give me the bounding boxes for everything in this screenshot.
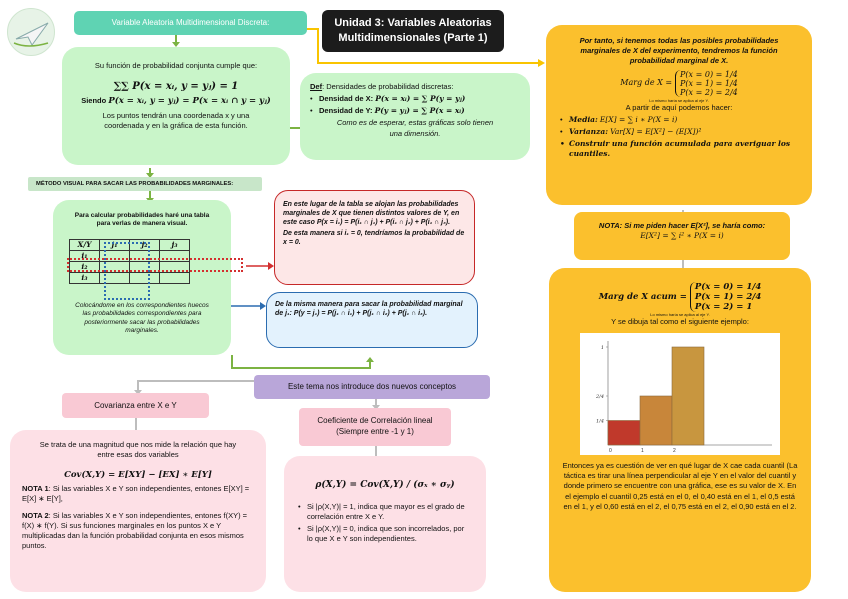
table-row-i3: i₃ bbox=[69, 271, 100, 284]
joint-sum-formula: ∑∑ P(x = xᵢ, y = yⱼ) = 1 bbox=[113, 81, 239, 93]
cumulative-box: Marg de X acum = P(x = 0) = 1/4 P(x = 1)… bbox=[549, 268, 811, 592]
bar-1 bbox=[639, 395, 673, 446]
x-tick-label-0: 0 bbox=[609, 448, 612, 454]
varianza-label: Varianza: bbox=[569, 126, 608, 136]
nota2-label: NOTA 2 bbox=[22, 510, 49, 520]
red-note-text: En este lugar de la tabla se alojan las … bbox=[283, 201, 460, 227]
cumulative-chart-svg: 1/4 2/4 1 0 1 2 bbox=[595, 341, 772, 454]
row-highlight-red bbox=[67, 258, 243, 272]
covariance-desc: Se trata de una magnitud que nos mide la… bbox=[39, 440, 237, 460]
table-header-j3: j₃ bbox=[159, 238, 190, 251]
arrowhead-joint bbox=[172, 42, 180, 47]
bar-2 bbox=[671, 346, 705, 446]
density-x-formula: P(x = xᵢ) = ∑ P(y = yⱼ) bbox=[375, 94, 466, 104]
unit-title-line2: Multidimensionales (Parte 1) bbox=[338, 31, 488, 44]
marginal-x-box: Por tanto, si tenemos todas las posibles… bbox=[546, 25, 812, 205]
draw-note: Y se dibuja tal como el siguiente ejempl… bbox=[611, 317, 749, 326]
connector-table-to-concepts bbox=[231, 355, 371, 369]
density-x-label: Densidad de X: bbox=[319, 94, 374, 104]
correlation-formula: ρ(X,Y) = Cov(X,Y) / (σₓ ∗ σᵧ) bbox=[315, 480, 455, 490]
column-highlight-blue bbox=[104, 242, 150, 300]
bar-0 bbox=[607, 420, 641, 446]
arrowhead-concepts bbox=[366, 357, 374, 362]
topic-intro: Este tema nos introduce dos nuevos conce… bbox=[254, 375, 490, 399]
cumulative-chart: 1/4 2/4 1 0 1 2 bbox=[580, 333, 780, 456]
density-y-formula: P(y = yⱼ) = ∑ P(x = xᵢ) bbox=[374, 106, 465, 116]
media-label: Media: bbox=[569, 114, 598, 124]
nota1-label: NOTA 1 bbox=[22, 484, 49, 494]
covariance-formula: Cov(X,Y) = E[XY] − [EX] ∗ E[Y] bbox=[64, 470, 212, 481]
varianza-formula: Var[X] = E[X²] − (E[X])² bbox=[610, 126, 702, 136]
marg-x-case-0: P(x = 0) = 1/4 bbox=[680, 70, 738, 80]
y-tick-label-0: 1/4 bbox=[596, 419, 604, 425]
arrowhead-method bbox=[146, 173, 154, 178]
joint-note-2: coordenada y en la gráfica de esta funci… bbox=[104, 120, 248, 130]
discrete-title: Variable Aleatoria Multidimensional Disc… bbox=[74, 11, 307, 35]
densities-box: Def: Densidades de probabilidad discreta… bbox=[300, 73, 530, 160]
unit-title-line1: Unidad 3: Variables Aleatorias bbox=[334, 17, 492, 29]
correlation-title-line2: (Siempre entre -1 y 1) bbox=[336, 427, 414, 437]
correlation-title: Coeficiente de Correlación lineal (Siemp… bbox=[299, 408, 451, 446]
method-title: MÉTODO VISUAL PARA SACAR LAS PROBABILIDA… bbox=[28, 177, 262, 191]
arrowhead-cov bbox=[134, 390, 142, 395]
marg-x-case-1: P(x = 1) = 1/4 bbox=[680, 79, 738, 89]
nota-e2-text: NOTA: Si me piden hacer E[X²], se haría … bbox=[598, 221, 766, 230]
siendo-label: Siendo bbox=[81, 96, 107, 106]
x-tick-label-2: 2 bbox=[673, 448, 676, 454]
method-intro: Para calcular probabilidades haré una ta… bbox=[74, 212, 210, 228]
connector-unit-to-marginal bbox=[303, 28, 538, 64]
red-note-text2: De esta manera si i₁ = 0, tendríamos la … bbox=[283, 230, 465, 247]
acum-case-2: P(x = 2) = 1 bbox=[694, 302, 753, 312]
y-tick-label-2: 1 bbox=[601, 345, 604, 351]
nota2-text: : Si las variables X e Y son independien… bbox=[22, 510, 248, 550]
def-text: : Densidades de probabilidad discretas: bbox=[322, 82, 454, 91]
arrowhead-red-note bbox=[268, 262, 274, 270]
marginal-intro: Por tanto, si tenemos todas las posibles… bbox=[579, 36, 779, 66]
paper-plane-icon bbox=[13, 22, 49, 47]
covariance-box: Se trata de una magnitud que nos mide la… bbox=[10, 430, 266, 592]
acum-case-0: P(x = 0) = 1/4 bbox=[694, 282, 762, 292]
red-note-box: En este lugar de la tabla se alojan las … bbox=[274, 190, 475, 285]
blue-note-box: De la misma manera para sacar la probabi… bbox=[266, 292, 478, 348]
acum-label: Marg de X acum = bbox=[598, 292, 687, 302]
def-label: Def bbox=[310, 82, 323, 91]
marg-x-case-2: P(x = 2) = 2/4 bbox=[680, 88, 738, 98]
visual-method-box: Para calcular probabilidades haré una ta… bbox=[53, 200, 231, 355]
blue-note-text: De la misma manera para sacar la probabi… bbox=[275, 301, 463, 318]
joint-probability-box: Su función de probabilidad conjunta cump… bbox=[62, 47, 290, 165]
marg-x-tiny-note: Lo mismo haría se aplica al eje Y. bbox=[649, 98, 709, 104]
y-tick-label-1: 2/4 bbox=[595, 394, 604, 400]
arrowhead-corr bbox=[372, 405, 380, 410]
media-formula: E[X] = ∑ i ∗ P(X = i) bbox=[599, 114, 678, 124]
acum-case-1: P(x = 1) = 2/4 bbox=[694, 292, 762, 302]
logo bbox=[7, 8, 55, 56]
construir-text: Construir una función acumulada para ave… bbox=[560, 139, 798, 159]
siendo-formula: P(x = xᵢ, y = yⱼ) = P(x = xᵢ ∩ y = yⱼ) bbox=[108, 96, 271, 107]
nota-e2-formula: E[X²] = ∑ i² ∗ P(X = i) bbox=[640, 231, 724, 241]
correlation-box: ρ(X,Y) = Cov(X,Y) / (σₓ ∗ σᵧ) Si |ρ(X,Y)… bbox=[284, 456, 486, 592]
cumulative-explanation: Entonces ya es cuestión de ver en qué lu… bbox=[562, 461, 798, 511]
correlation-bullet-1: Si |ρ(X,Y)| = 1, indica que mayor es el … bbox=[298, 502, 472, 522]
correlation-bullet-2: Si |ρ(X,Y)| = 0, indica que son incorrel… bbox=[298, 524, 472, 544]
covariance-title: Covarianza entre X e Y bbox=[62, 393, 209, 418]
marg-x-label: Marg de X = bbox=[620, 78, 673, 88]
nota1-text: : Si las variables X e Y son independien… bbox=[22, 484, 250, 504]
method-note: Colocándome en los correspondientes huec… bbox=[75, 301, 209, 335]
joint-note-1: Los puntos tendrán una coordenada x y un… bbox=[102, 110, 250, 120]
table-header-xy: X/Y bbox=[69, 238, 100, 251]
nota-e2-box: NOTA: Si me piden hacer E[X²], se haría … bbox=[574, 212, 790, 260]
joint-intro: Su función de probabilidad conjunta cump… bbox=[94, 61, 258, 70]
arrowhead-blue-note bbox=[260, 302, 266, 310]
density-y-label: Densidad de Y: bbox=[319, 106, 373, 116]
density-note: Como es de esperar, estas gráficas solo … bbox=[336, 118, 494, 138]
from-here: A partir de aquí podemos hacer: bbox=[625, 103, 733, 113]
unit-title: Unidad 3: Variables Aleatorias Multidime… bbox=[322, 10, 504, 52]
x-tick-label-1: 1 bbox=[641, 448, 644, 454]
arrowhead-marginal bbox=[538, 59, 545, 67]
connector-concepts-to-cov bbox=[137, 380, 254, 392]
acum-tiny-note: Lo mismo haría se aplica al eje Y. bbox=[650, 312, 710, 317]
correlation-title-line1: Coeficiente de Correlación lineal bbox=[317, 416, 433, 425]
